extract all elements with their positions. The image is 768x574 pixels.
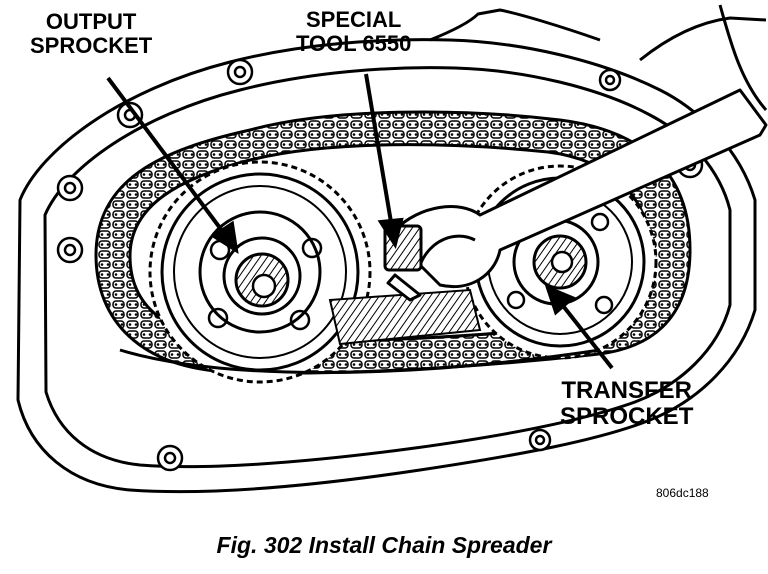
output-sprocket	[148, 160, 372, 384]
chain-lower-run	[119, 288, 601, 374]
output-sprocket-label: OUTPUT SPROCKET	[30, 9, 153, 58]
figure-id: 806dc188	[656, 486, 709, 500]
transfer-sprocket-label: TRANSFER SPROCKET	[560, 377, 694, 430]
transfer-case-housing	[16, 4, 768, 494]
special-tool-label: SPECIAL TOOL 6550	[296, 7, 412, 56]
housing-bolt-bosses	[56, 58, 704, 472]
leader-lines	[106, 73, 614, 370]
figure-caption: Fig. 302 Install Chain Spreader	[216, 532, 552, 558]
chain-spreader-illustration	[16, 4, 768, 494]
